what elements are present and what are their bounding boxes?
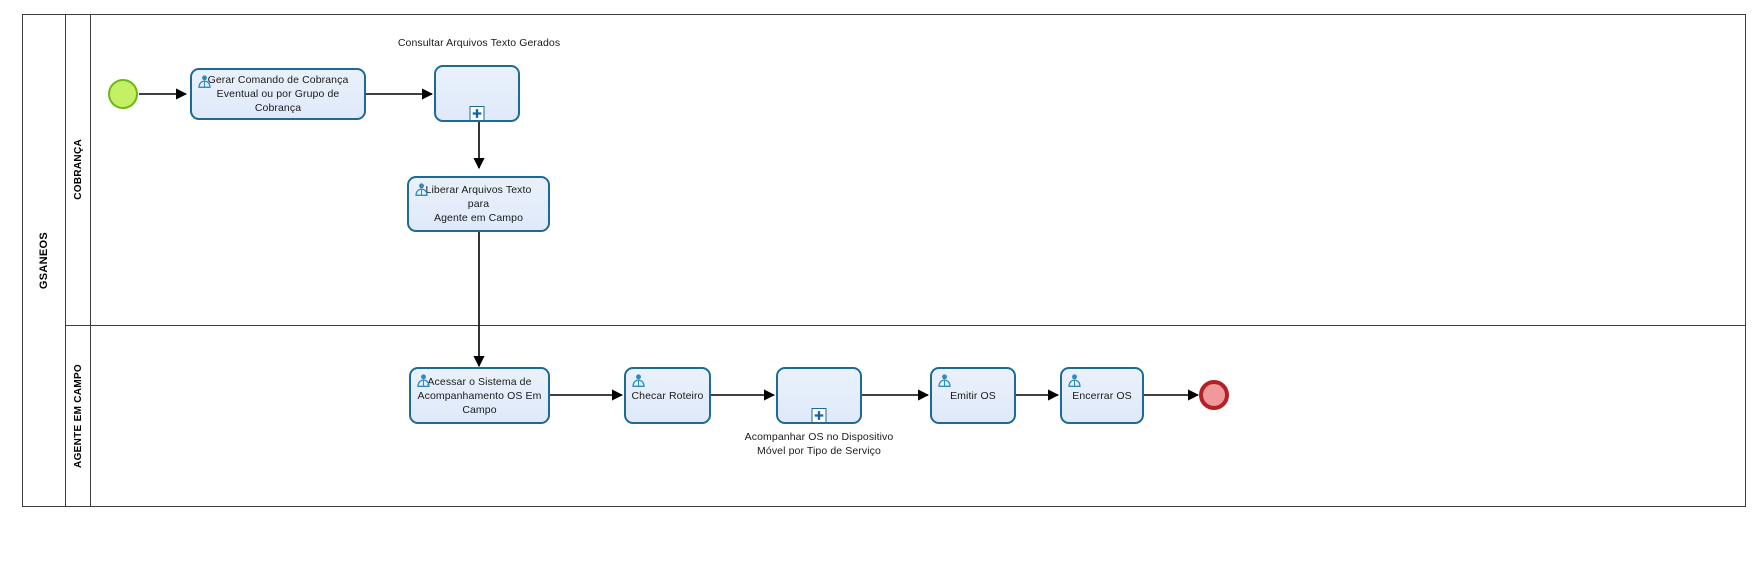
user-task-icon	[414, 182, 429, 197]
user-task-icon	[937, 373, 952, 388]
lane-label-agente: AGENTE EM CAMPO	[72, 364, 84, 468]
task-label: Checar Roteiro	[631, 389, 704, 402]
pool-title-band: GSANEOS	[22, 14, 66, 507]
lane-title-agente: AGENTE EM CAMPO	[66, 325, 91, 507]
lane-title-cobranca: COBRANÇA	[66, 14, 91, 325]
task-checar-roteiro[interactable]: Checar Roteiro	[624, 367, 711, 424]
task-encerrar-os[interactable]: Encerrar OS	[1060, 367, 1144, 424]
task-label: Liberar Arquivos Texto para Agente em Ca…	[425, 184, 532, 224]
user-task-icon	[631, 373, 646, 388]
task-label: Acessar o Sistema de Acompanhamento OS E…	[417, 375, 542, 416]
lane-label-cobranca: COBRANÇA	[72, 139, 84, 200]
subprocess-acompanhar-os-dispositivo-movel[interactable]	[776, 367, 862, 424]
subprocess-consultar-arquivos-texto-gerados[interactable]	[434, 65, 520, 122]
user-task-icon	[416, 373, 431, 388]
task-liberar-arquivos-texto[interactable]: Liberar Arquivos Texto para Agente em Ca…	[407, 176, 550, 232]
start-event[interactable]	[108, 79, 138, 109]
task-label: Encerrar OS	[1072, 389, 1132, 402]
task-emitir-os[interactable]: Emitir OS	[930, 367, 1016, 424]
expand-plus-icon[interactable]	[811, 408, 827, 423]
task-label: Gerar Comando de Cobrança Eventual ou po…	[207, 74, 349, 114]
user-task-icon	[1067, 373, 1082, 388]
expand-plus-icon[interactable]	[469, 106, 485, 121]
lane-divider	[66, 325, 1746, 326]
subprocess-label-acompanhar-os: Acompanhar OS no Dispositivo Móvel por T…	[744, 431, 894, 457]
user-task-icon	[197, 74, 212, 89]
subprocess-label-consultar-arquivos: Consultar Arquivos Texto Gerados	[397, 37, 561, 49]
task-gerar-comando-de-cobranca[interactable]: Gerar Comando de Cobrança Eventual ou po…	[190, 68, 366, 120]
pool-title-label: GSANEOS	[37, 231, 50, 290]
end-event[interactable]	[1199, 380, 1229, 410]
task-label: Emitir OS	[950, 389, 996, 402]
task-acessar-o-sistema[interactable]: Acessar o Sistema de Acompanhamento OS E…	[409, 367, 550, 424]
